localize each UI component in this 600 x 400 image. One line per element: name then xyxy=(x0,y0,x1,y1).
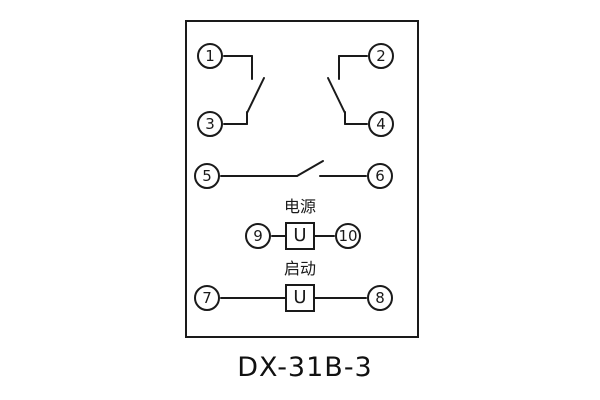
contact-5-6 xyxy=(220,160,367,177)
power-coil-label: 电源 xyxy=(283,197,316,216)
terminal-6: 6 xyxy=(367,163,393,189)
terminal-10: 10 xyxy=(335,223,361,249)
power-coil-box: U xyxy=(285,222,315,250)
contact-blade xyxy=(246,77,265,114)
terminal-8: 8 xyxy=(367,285,393,311)
contact-2-4 xyxy=(327,55,368,125)
terminal-9: 9 xyxy=(245,223,271,249)
terminal-4: 4 xyxy=(368,111,394,137)
start-coil-box: U xyxy=(285,284,315,312)
terminal-5: 5 xyxy=(194,163,220,189)
contact-blade xyxy=(327,77,346,114)
terminal-1: 1 xyxy=(197,43,223,69)
terminal-7: 7 xyxy=(194,285,220,311)
model-caption: DX-31B-3 xyxy=(237,352,373,383)
contact-blade xyxy=(296,160,324,177)
contact-1-3 xyxy=(223,55,265,125)
terminal-3: 3 xyxy=(197,111,223,137)
terminal-2: 2 xyxy=(368,43,394,69)
start-coil-label: 启动 xyxy=(283,259,316,278)
